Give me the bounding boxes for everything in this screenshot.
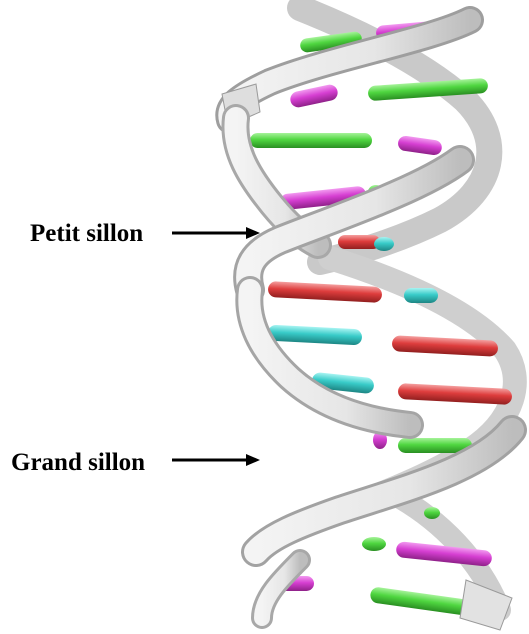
base-pair-cyan-stub	[374, 237, 394, 251]
base-pair-cyan	[404, 288, 438, 303]
base-pair-green	[250, 133, 372, 148]
base-pair-red	[268, 281, 383, 303]
strand-end-cap	[460, 580, 512, 630]
base-pair-cyan	[268, 325, 363, 346]
base-pair-green-stub	[424, 507, 440, 519]
base-pair-red	[338, 235, 380, 249]
major-groove-arrow	[172, 452, 262, 468]
base-pair-green	[369, 586, 468, 615]
minor-groove-label: Petit sillon	[30, 221, 143, 246]
base-pair-green-stub	[362, 537, 386, 551]
base-pair-magenta	[397, 135, 443, 156]
base-pair-red	[398, 383, 513, 405]
minor-groove-arrow	[172, 225, 262, 241]
major-groove-label: Grand sillon	[11, 450, 145, 475]
